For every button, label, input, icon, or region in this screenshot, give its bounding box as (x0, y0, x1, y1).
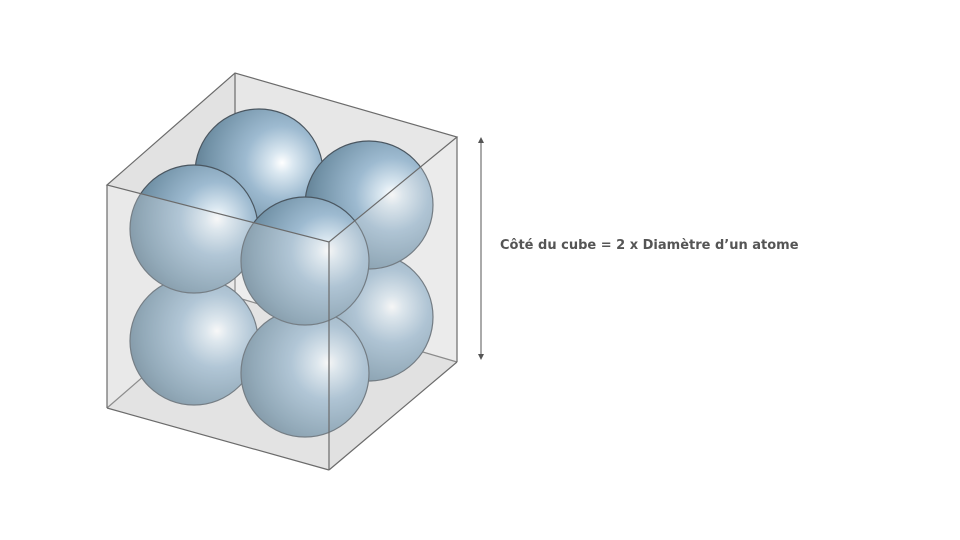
cube-edge (328, 361, 458, 471)
atom-sphere (240, 196, 370, 326)
dimension-label: Côté du cube = 2 x Diamètre d’un atome (500, 238, 799, 253)
atom-spheres (129, 108, 434, 438)
cube-edge (106, 407, 330, 471)
cube-front (105, 72, 459, 471)
